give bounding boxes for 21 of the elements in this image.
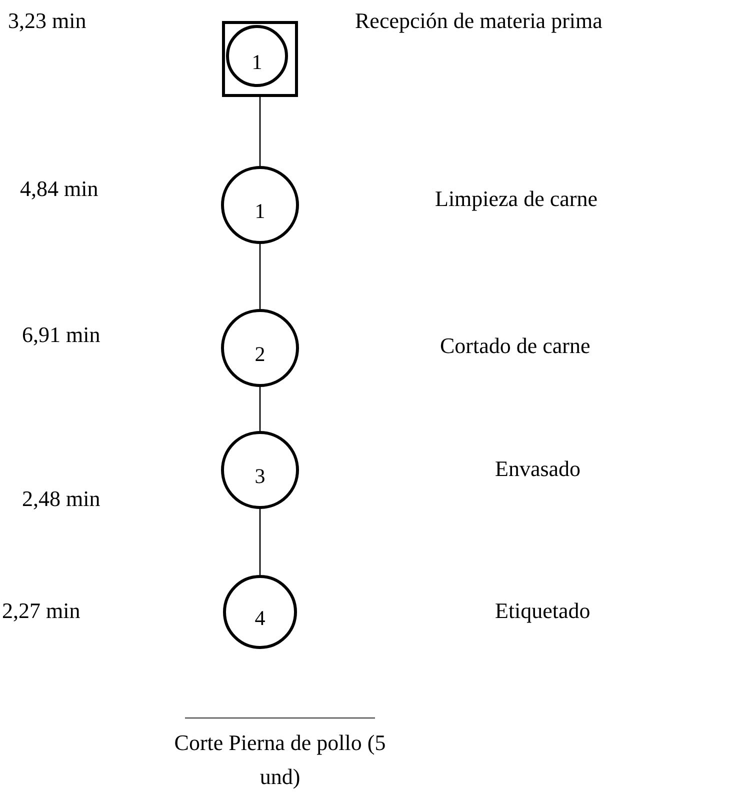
connector-line: [259, 244, 261, 309]
step-number: 1: [252, 52, 262, 72]
duration-label: 6,91 min: [22, 322, 100, 348]
duration-label: 4,84 min: [20, 176, 98, 202]
step-number: 4: [254, 608, 266, 628]
step-number: 2: [254, 344, 266, 364]
step-description: Cortado de carne: [440, 333, 590, 359]
connector-line: [259, 509, 261, 575]
connector-line: [259, 97, 261, 166]
connector-line: [259, 387, 261, 431]
step-description: Envasado: [495, 456, 581, 482]
step-number: 3: [254, 466, 266, 486]
step-description: Limpieza de carne: [435, 186, 598, 212]
step-description: Recepción de materia prima: [355, 8, 602, 34]
duration-label: 2,48 min: [22, 486, 100, 512]
duration-label: 2,27 min: [2, 598, 80, 624]
step-number: 1: [254, 200, 266, 222]
caption: Corte Pierna de pollo (5 und): [173, 729, 387, 791]
inspection-square: [222, 21, 298, 97]
duration-label: 3,23 min: [8, 8, 86, 34]
step-description: Etiquetado: [495, 598, 590, 624]
